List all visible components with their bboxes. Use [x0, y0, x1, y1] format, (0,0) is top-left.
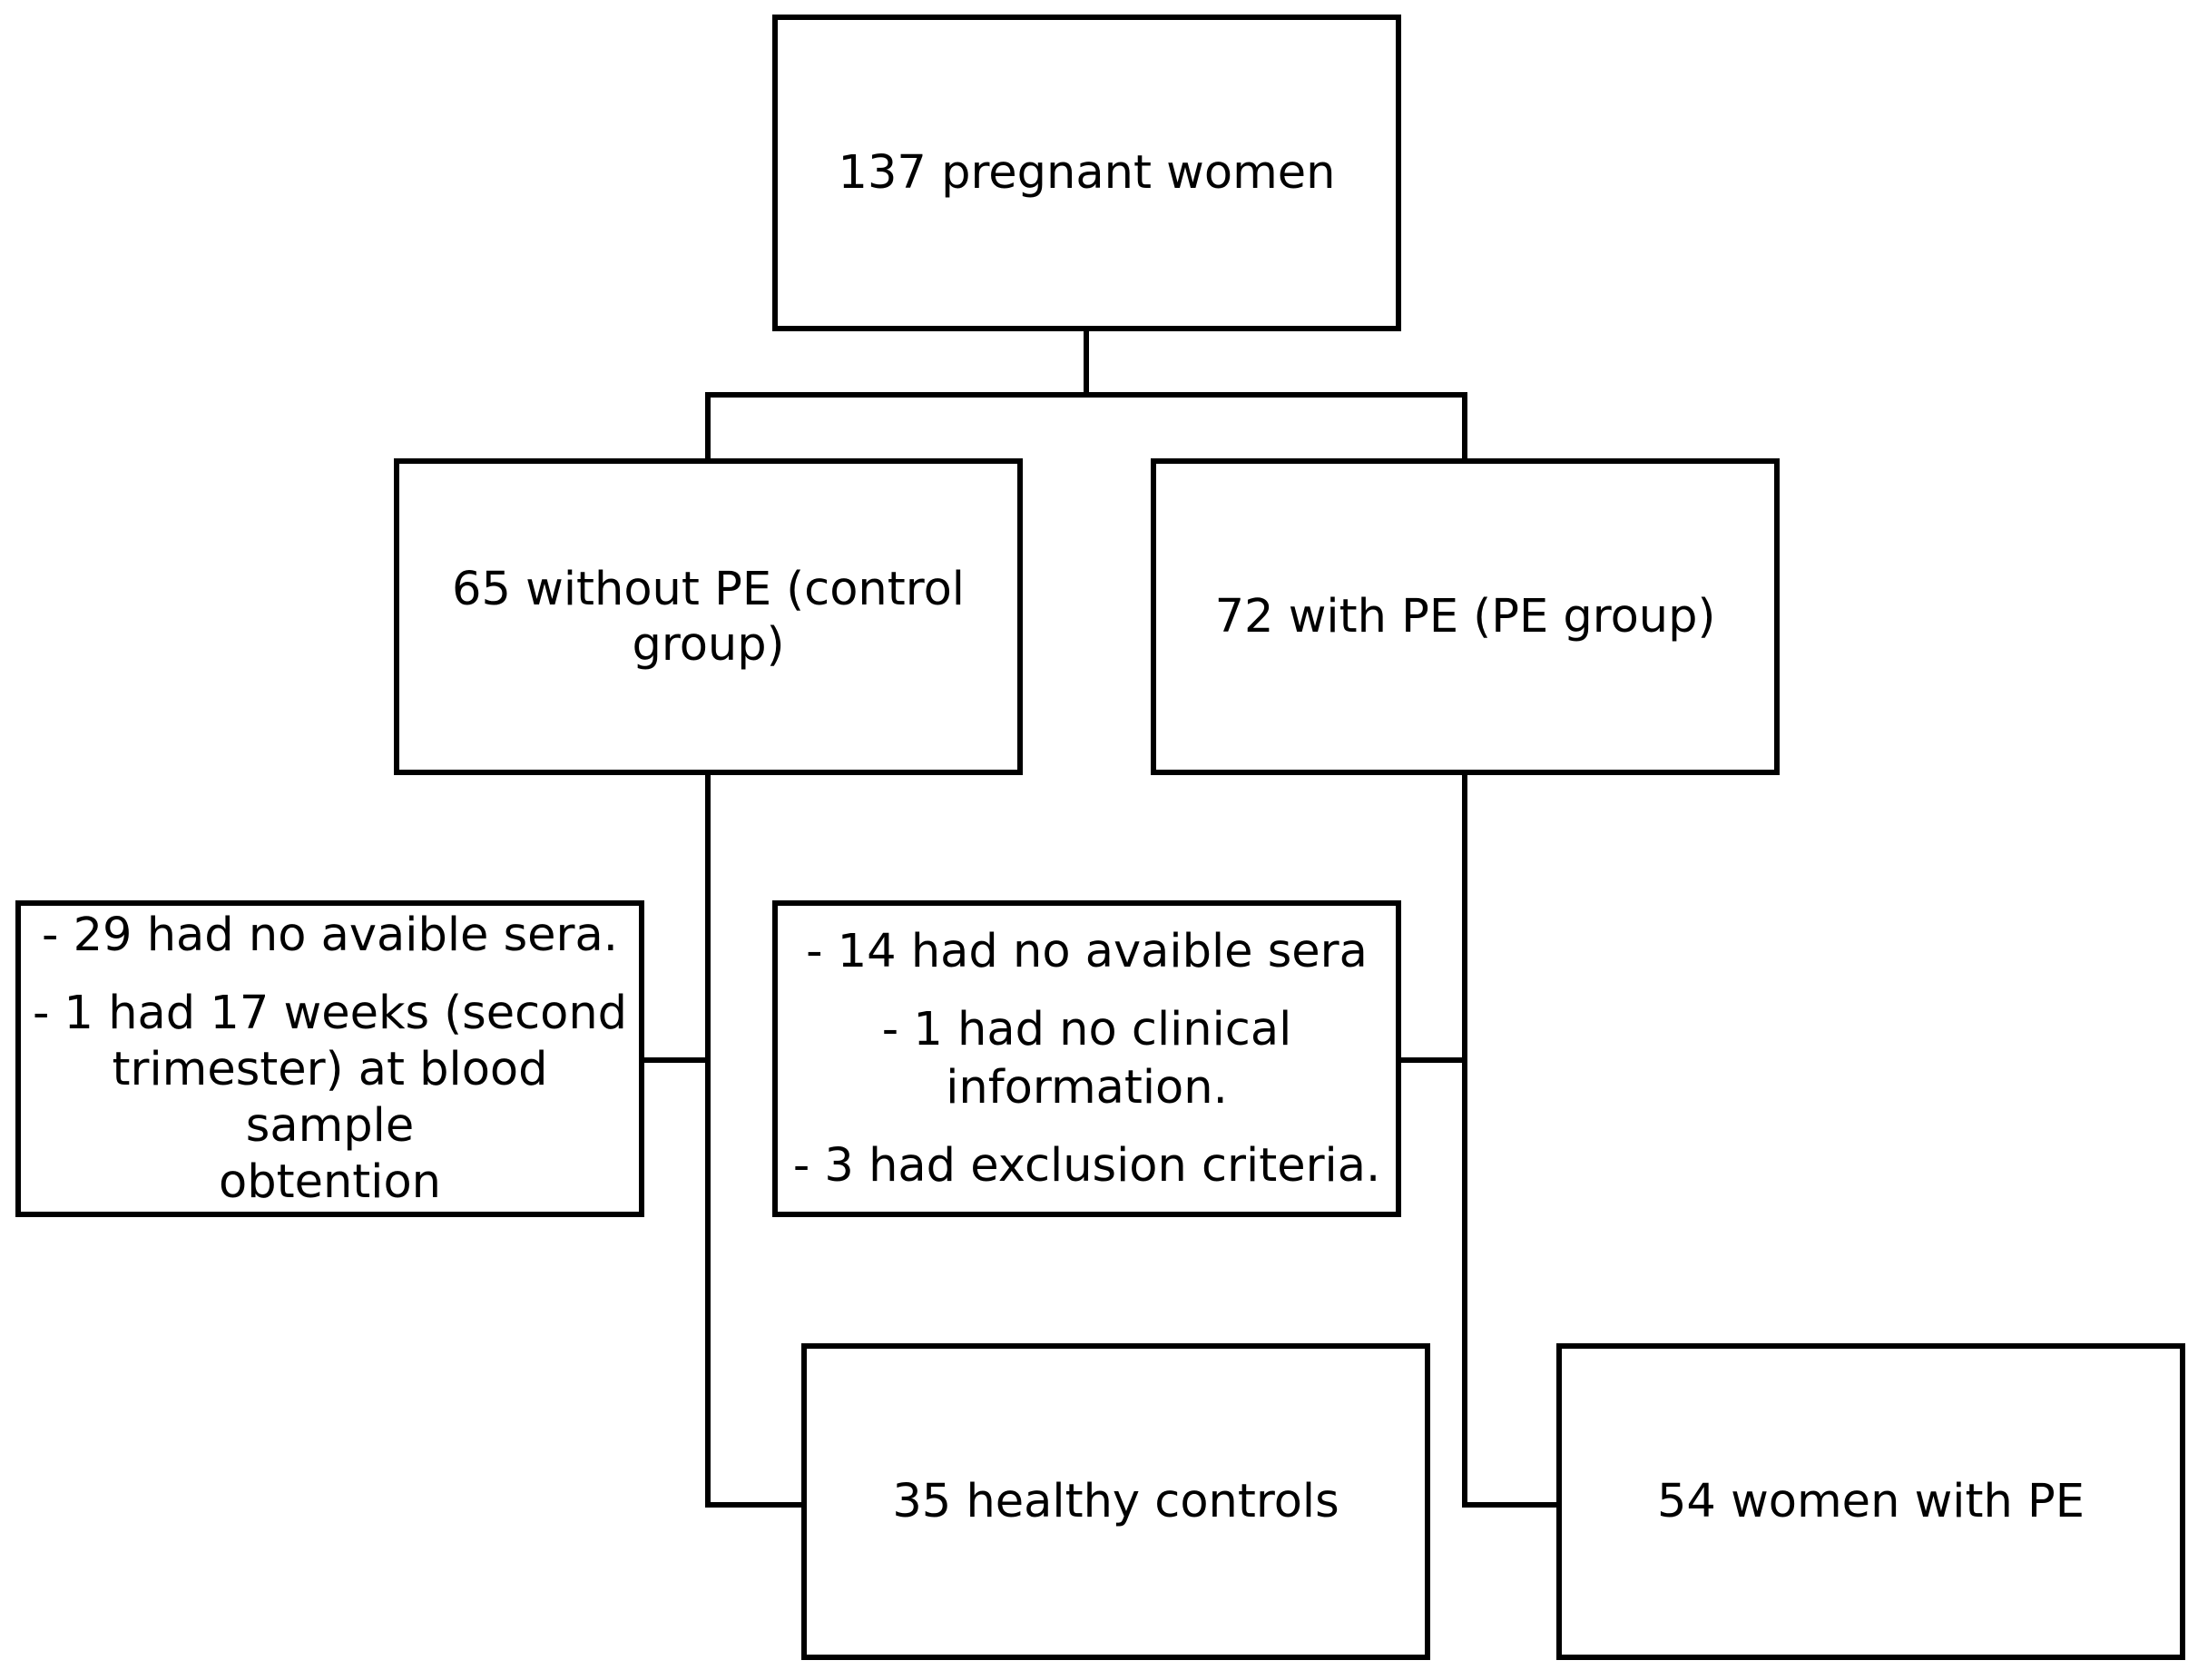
- control-exclusion-item-2-line-1: - 1 had 17 weeks (second: [32, 986, 628, 1040]
- pe-exclusion-item-1: - 14 had no avaible sera: [806, 924, 1368, 978]
- control-exclusion-item-2-line-3: obtention: [219, 1154, 441, 1209]
- pe-exclusions-box: - 14 had no avaible sera - 1 had no clin…: [772, 900, 1401, 1217]
- pe-exclusion-item-3: - 3 had exclusion criteria.: [792, 1138, 1381, 1193]
- control-group-box: 65 without PE (control group): [394, 458, 1023, 775]
- control-exclusions-box: - 29 had no avaible sera. - 1 had 17 wee…: [15, 900, 644, 1217]
- healthy-controls-label: 35 healthy controls: [892, 1475, 1339, 1528]
- pe-exclusion-item-2-line-2: information.: [946, 1060, 1228, 1115]
- women-with-pe-box: 54 women with PE: [1556, 1343, 2185, 1660]
- total-pregnant-women-label: 137 pregnant women: [838, 146, 1336, 200]
- control-exclusion-item-1: - 29 had no avaible sera.: [42, 908, 618, 962]
- total-pregnant-women-box: 137 pregnant women: [772, 15, 1401, 331]
- control-group-label-line-1: 65 without PE (control: [452, 562, 965, 616]
- pe-group-box: 72 with PE (PE group): [1151, 458, 1780, 775]
- control-group-label-line-2: group): [632, 617, 785, 672]
- healthy-controls-box: 35 healthy controls: [801, 1343, 1430, 1660]
- pe-exclusion-item-2-line-1: - 1 had no clinical: [881, 1002, 1292, 1056]
- pe-group-label: 72 with PE (PE group): [1214, 590, 1716, 644]
- women-with-pe-label: 54 women with PE: [1656, 1475, 2085, 1528]
- control-exclusion-item-2-line-2: trimester) at blood sample: [112, 1042, 548, 1153]
